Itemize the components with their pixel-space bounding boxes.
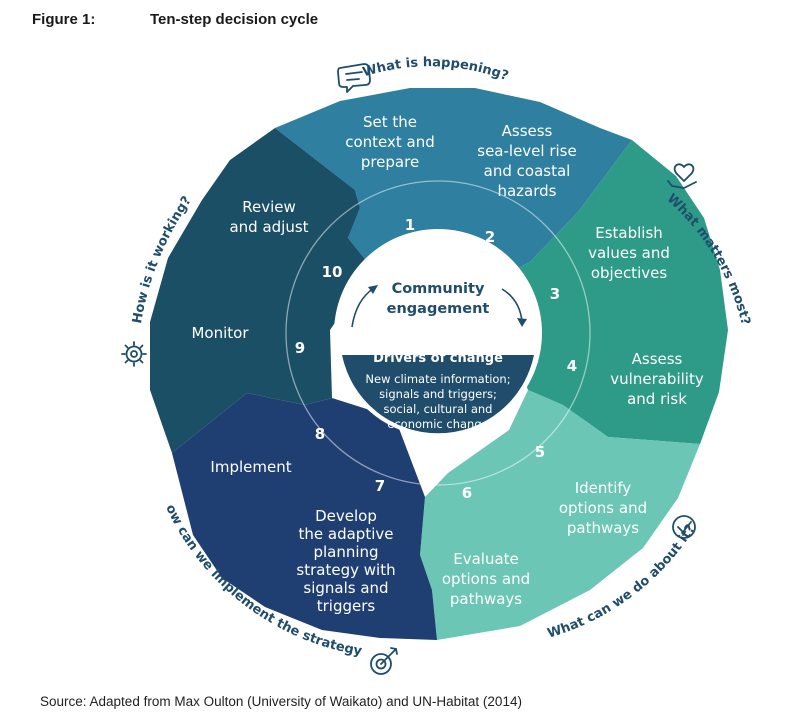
step-1-line-1: Set the (363, 113, 417, 131)
segment-teal (500, 140, 728, 444)
right-arrow-head (517, 318, 527, 327)
step-10-line-2: and adjust (229, 218, 308, 236)
target-icon (370, 647, 398, 675)
step-2-line-2: sea-level rise (477, 142, 576, 160)
segment-navy (172, 393, 437, 640)
step-8-number: 8 (315, 425, 325, 443)
check-badge-icon (672, 515, 696, 539)
step-2-line-3: and coastal (484, 162, 571, 180)
step-7-line-6: triggers (317, 597, 376, 615)
step-5-line-1: Identify (575, 479, 632, 497)
step-5-number: 5 (535, 443, 545, 461)
question-what-is-happening: What is happening? (361, 55, 510, 84)
segment-dark-teal (150, 128, 372, 453)
step-2-line-4: hazards (497, 182, 556, 200)
center-title-line-2: engagement (387, 301, 490, 317)
step-9-number: 9 (295, 339, 305, 357)
step-4-number: 4 (567, 357, 577, 375)
inner-ring (285, 180, 591, 486)
step-6-number: 6 (462, 484, 472, 502)
drivers-line-2: signals and triggers; (379, 387, 497, 401)
step-7-line-3: planning (313, 543, 378, 561)
step-1-line-3: prepare (361, 153, 419, 171)
step-7-line-4: strategy with (296, 561, 395, 579)
step-6-line-3: pathways (450, 590, 522, 608)
step-5-line-3: pathways (567, 519, 639, 537)
heart-hand-icon (667, 163, 697, 189)
step-3-line-2: values and (588, 244, 670, 262)
figure-label: Figure 1: (32, 11, 96, 28)
step-6-line-1: Evaluate (453, 550, 519, 568)
drivers-line-4: economic change (387, 417, 488, 431)
left-arrow-head (368, 285, 378, 294)
decision-cycle-diagram: Community engagement Drivers of change N… (0, 0, 753, 675)
step-10-number: 10 (322, 263, 343, 281)
source-caption: Source: Adapted from Max Oulton (Univers… (40, 694, 522, 709)
step-2-number: 2 (485, 228, 495, 246)
step-7-line-2: the adaptive (299, 525, 394, 543)
step-5-line-2: options and (559, 499, 647, 517)
step-2-line-1: Assess (502, 122, 553, 140)
speech-bubble-icon (337, 63, 371, 93)
step-3-line-3: objectives (591, 264, 667, 282)
step-6-line-2: options and (442, 570, 530, 588)
step-10-line-1: Review (242, 198, 296, 216)
step-3-line-1: Establish (595, 224, 663, 242)
step-7-line-5: signals and (303, 579, 388, 597)
gear-icon (121, 341, 147, 367)
figure-title: Ten-step decision cycle (150, 11, 319, 28)
center-title-line-1: Community (392, 281, 485, 297)
drivers-title: Drivers of change (373, 351, 503, 366)
segment-light-teal (420, 390, 700, 640)
step-4-line-3: and risk (627, 390, 687, 408)
step-1-number: 1 (405, 216, 415, 234)
step-3-number: 3 (550, 285, 560, 303)
step-7-line-1: Develop (315, 507, 377, 525)
step-8-line-1: Implement (210, 458, 291, 476)
step-7-number: 7 (375, 477, 385, 495)
drivers-line-1: New climate information; (365, 372, 510, 386)
step-4-line-2: vulnerability (610, 370, 704, 388)
drivers-box (342, 355, 534, 434)
right-arrow (501, 288, 523, 323)
step-9-line-1: Monitor (191, 324, 249, 342)
drivers-line-3: social, cultural and (384, 402, 493, 416)
step-4-line-1: Assess (632, 350, 683, 368)
step-1-line-2: context and (345, 133, 435, 151)
